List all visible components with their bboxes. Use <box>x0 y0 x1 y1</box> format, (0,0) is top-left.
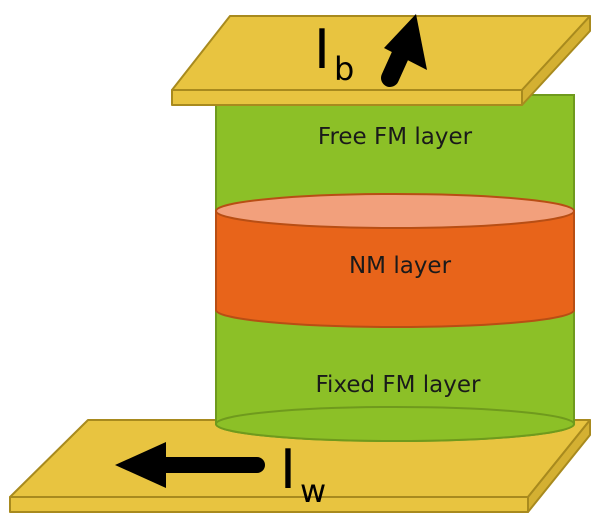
bottom-electrode-front <box>9 496 529 513</box>
free-fm-layer-label: Free FM layer <box>318 124 473 150</box>
nm-layer-top <box>215 193 575 229</box>
bias-current-arrow-icon <box>381 14 427 87</box>
write-current-label: I w <box>280 438 326 510</box>
top-electrode <box>171 15 591 106</box>
write-current-arrow-icon <box>115 442 265 488</box>
bias-current-label: I b <box>314 18 354 88</box>
write-current-subscript: w <box>300 472 326 510</box>
bottom-electrode-side <box>527 419 591 513</box>
mtj-pillar <box>215 94 575 442</box>
bias-current-subscript: b <box>334 50 354 88</box>
nm-layer-label: NM layer <box>349 253 452 279</box>
fixed-fm-layer-base <box>215 406 575 442</box>
top-electrode-side <box>521 15 591 106</box>
top-electrode-front <box>171 89 523 106</box>
top-electrode-top <box>171 15 591 91</box>
fixed-fm-layer-label: Fixed FM layer <box>316 372 482 398</box>
nm-layer-body <box>215 210 575 328</box>
write-current-symbol: I <box>280 438 296 501</box>
bias-current-symbol: I <box>314 18 330 81</box>
